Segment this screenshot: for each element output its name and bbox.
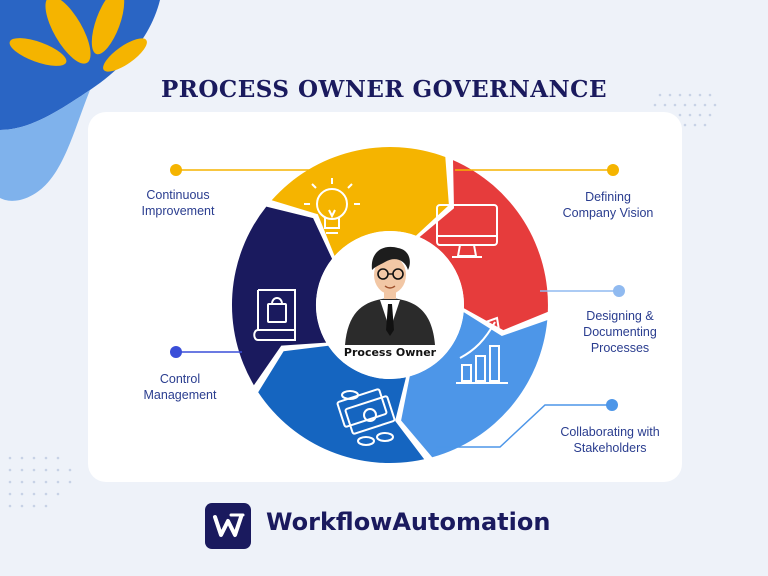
connector-dot-improvement xyxy=(170,164,182,176)
connector-dot-control xyxy=(170,346,182,358)
growth-chart-icon xyxy=(456,316,508,384)
step-label-control-management: Control Management xyxy=(143,372,217,402)
book-icon xyxy=(253,289,296,341)
monitor-icon xyxy=(436,204,498,258)
cycle-segment-3 xyxy=(401,312,548,458)
cycle-segment-1 xyxy=(271,147,449,256)
connector-dot-vision xyxy=(607,164,619,176)
step-label-company-vision: Defining Company Vision xyxy=(562,190,654,220)
money-icon xyxy=(336,388,396,446)
connector-dot-collaborating xyxy=(606,399,618,411)
cycle-segments xyxy=(231,147,548,464)
step-label-collaborating: Collaborating with Stakeholders xyxy=(560,425,660,455)
page-title: PROCESS OWNER GOVERNANCE xyxy=(160,76,608,103)
process-owner-avatar xyxy=(345,246,435,345)
step-label-continuous-improvement: Continuous Improvement xyxy=(141,188,215,218)
lightbulb-icon xyxy=(304,178,360,234)
center-label: Process Owner xyxy=(343,346,437,359)
connector-line-collaborating xyxy=(436,404,612,448)
brand-logo xyxy=(205,503,251,549)
brand-name: WorkflowAutomation xyxy=(266,508,551,536)
connector-dot-designing xyxy=(613,285,625,297)
step-label-designing-processes: Designing & Documenting Processes xyxy=(583,309,657,355)
